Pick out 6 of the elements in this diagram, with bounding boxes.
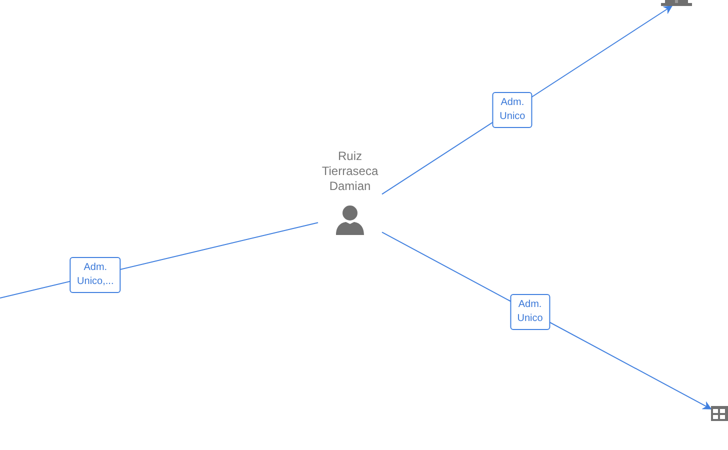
edge-label: Adm. Unico: [492, 92, 532, 128]
building-icon: [711, 406, 728, 421]
building-icon: [660, 0, 693, 6]
edge-label: Adm. Unico,...: [70, 257, 121, 294]
edge-label: Adm. Unico: [510, 294, 550, 330]
person-name: Ruiz Tierraseca Damian: [320, 149, 380, 194]
